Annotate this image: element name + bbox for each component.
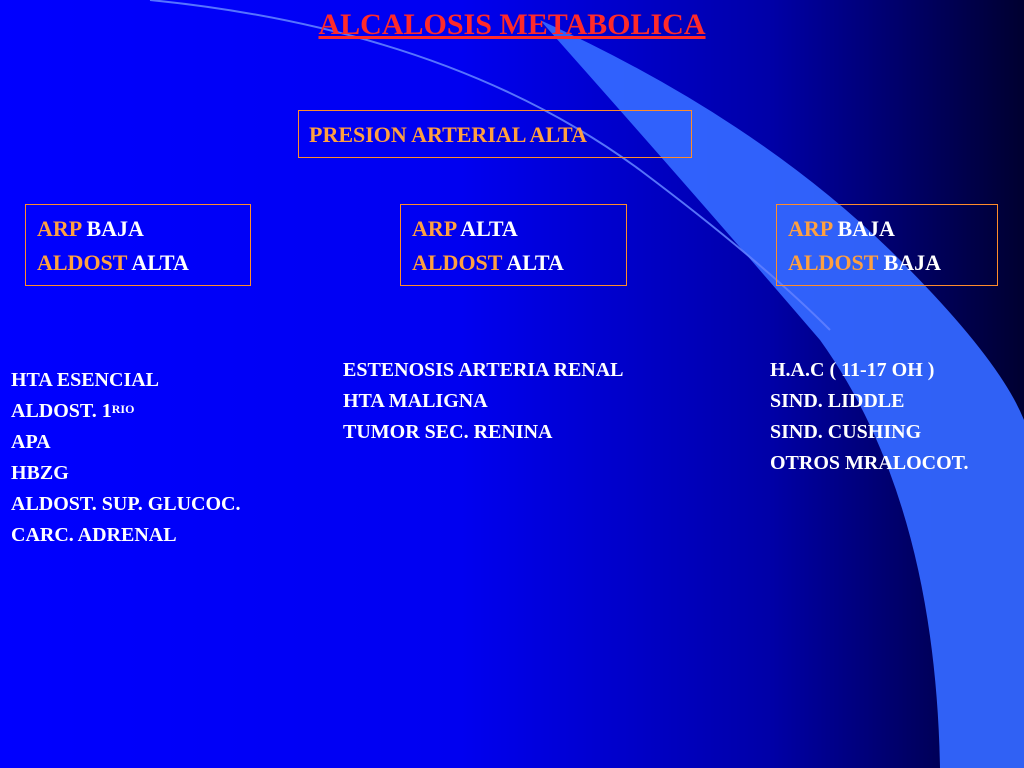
list-item: HBZG	[11, 462, 69, 484]
category-box-2: ARP ALTA ALDOST ALTA	[400, 204, 627, 286]
list-item: SIND. LIDDLE	[770, 390, 905, 412]
box3-arp-label: ARP	[788, 216, 832, 241]
causes-list-right: H.A.C ( 11-17 OH ) SIND. LIDDLE SIND. CU…	[770, 355, 969, 479]
category-box-3: ARP BAJA ALDOST BAJA	[776, 204, 998, 286]
list-item: SIND. CUSHING	[770, 421, 922, 443]
list-item: HTA ESENCIAL	[11, 369, 160, 391]
list-item: CARC. ADRENAL	[11, 524, 177, 546]
box2-aldost-value: ALTA	[506, 250, 564, 275]
list-item: ALDOST. SUP. GLUCOC.	[11, 493, 241, 515]
box2-arp-label: ARP	[412, 216, 456, 241]
box3-arp-value: BAJA	[837, 216, 895, 241]
box1-line2: ALDOST ALTA	[37, 246, 239, 280]
list-item: H.A.C ( 11-17 OH )	[770, 359, 935, 381]
box3-line1: ARP BAJA	[788, 212, 986, 246]
list-item: ESTENOSIS ARTERIA RENAL	[343, 359, 624, 381]
box3-aldost-label: ALDOST	[788, 250, 879, 275]
list-item: APA	[11, 431, 51, 453]
presion-arterial-label: PRESION ARTERIAL ALTA	[309, 122, 587, 147]
box1-aldost-label: ALDOST	[37, 250, 128, 275]
list-item: ALDOST. 1RIO	[11, 396, 241, 427]
list-item: HTA MALIGNA	[343, 390, 488, 412]
box2-arp-value: ALTA	[460, 216, 518, 241]
list-item: TUMOR SEC. RENINA	[343, 421, 553, 443]
box1-arp-label: ARP	[37, 216, 81, 241]
box2-aldost-label: ALDOST	[412, 250, 503, 275]
box1-line1: ARP BAJA	[37, 212, 239, 246]
list-item: OTROS MRALOCOT.	[770, 452, 969, 474]
box1-aldost-value: ALTA	[131, 250, 189, 275]
box2-line2: ALDOST ALTA	[412, 246, 615, 280]
box3-aldost-value: BAJA	[883, 250, 942, 275]
presion-arterial-box: PRESION ARTERIAL ALTA	[298, 110, 692, 158]
causes-list-middle: ESTENOSIS ARTERIA RENAL HTA MALIGNA TUMO…	[343, 355, 624, 448]
list-item-text: ALDOST. 1	[11, 400, 112, 422]
category-box-1: ARP BAJA ALDOST ALTA	[25, 204, 251, 286]
box2-line1: ARP ALTA	[412, 212, 615, 246]
superscript: RIO	[111, 402, 135, 416]
box3-line2: ALDOST BAJA	[788, 246, 986, 280]
causes-list-left: HTA ESENCIAL ALDOST. 1RIO APA HBZG ALDOS…	[11, 365, 241, 551]
box1-arp-value: BAJA	[86, 216, 144, 241]
slide-title: ALCALOSIS METABOLICA	[318, 8, 706, 41]
